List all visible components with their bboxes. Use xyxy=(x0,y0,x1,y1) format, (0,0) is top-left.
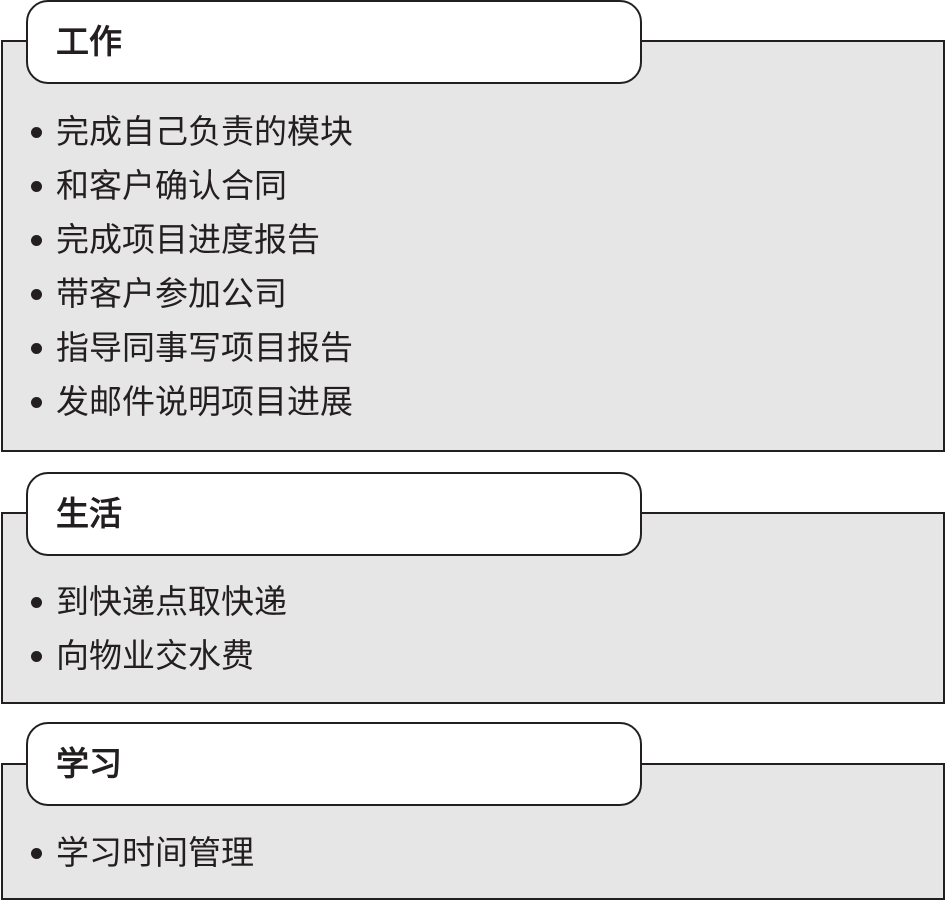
bullet-icon xyxy=(31,396,42,408)
bullet-icon xyxy=(31,596,42,608)
section-header-tab: 工作 xyxy=(26,0,642,84)
bullet-icon xyxy=(31,650,42,662)
bullet-icon xyxy=(31,234,42,246)
section-title: 学习 xyxy=(56,744,122,783)
list-item-text: 带客户参加公司 xyxy=(56,274,287,313)
list-item-text: 向物业交水费 xyxy=(56,636,254,675)
list-item: 带客户参加公司 xyxy=(31,274,287,314)
list-item-text: 完成自己负责的模块 xyxy=(56,112,353,151)
list-item-text: 学习时间管理 xyxy=(56,833,254,872)
list-item: 向物业交水费 xyxy=(31,636,254,676)
list-item: 和客户确认合同 xyxy=(31,166,287,206)
section-title: 生活 xyxy=(56,494,122,533)
list-item-text: 完成项目进度报告 xyxy=(56,220,320,259)
section-header-tab: 学习 xyxy=(26,722,642,806)
list-item: 完成自己负责的模块 xyxy=(31,112,353,152)
bullet-icon xyxy=(31,126,42,138)
section-title: 工作 xyxy=(56,22,122,61)
section-life: 生活 到快递点取快递 向物业交水费 xyxy=(0,472,948,704)
section-header-tab: 生活 xyxy=(26,472,642,556)
section-study: 学习 学习时间管理 xyxy=(0,722,948,900)
section-work: 工作 完成自己负责的模块 和客户确认合同 完成项目进度报告 带客户参加公司 指导… xyxy=(1,0,945,452)
list-item: 指导同事写项目报告 xyxy=(31,328,353,368)
list-item-text: 到快递点取快递 xyxy=(56,582,287,621)
bullet-icon xyxy=(31,180,42,192)
list-item: 到快递点取快递 xyxy=(31,582,287,622)
section-body: 完成自己负责的模块 和客户确认合同 完成项目进度报告 带客户参加公司 指导同事写… xyxy=(1,40,945,452)
bullet-icon xyxy=(31,288,42,300)
list-item: 完成项目进度报告 xyxy=(31,220,320,260)
bullet-icon xyxy=(31,342,42,354)
list-item-text: 和客户确认合同 xyxy=(56,166,287,205)
list-item: 学习时间管理 xyxy=(31,833,254,873)
list-item: 发邮件说明项目进展 xyxy=(31,382,353,422)
list-item-text: 指导同事写项目报告 xyxy=(56,328,353,367)
bullet-icon xyxy=(31,847,42,859)
list-item-text: 发邮件说明项目进展 xyxy=(56,382,353,421)
